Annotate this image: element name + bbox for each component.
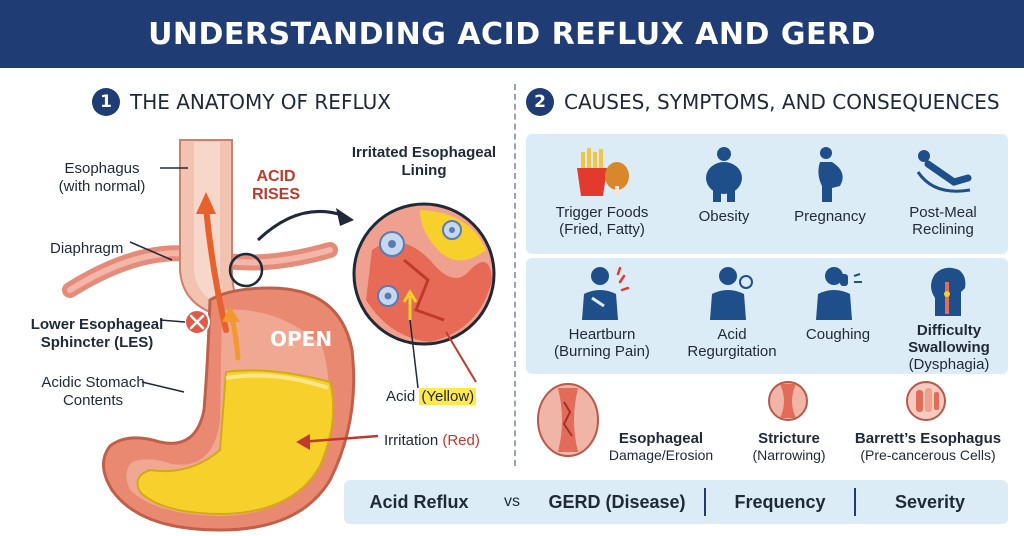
cause-pregnancy: Pregnancy (780, 146, 880, 225)
acid-contents (136, 369, 335, 516)
zoom-arrow (256, 209, 346, 242)
title-bar: UNDERSTANDING ACID REFLUX AND GERD (0, 0, 1024, 68)
comparison-severity: Severity (894, 491, 966, 512)
regurgitation-icon (710, 267, 753, 320)
fries-icon (577, 148, 629, 196)
diaphragm-label: Diaphragm (50, 240, 124, 257)
symptom-acid-regurgitation: Acid Regurgitation (672, 264, 792, 360)
acid-yellow-label: Acid (Yellow) (386, 388, 477, 405)
comparison-gerd: GERD (Disease) (548, 491, 686, 512)
les-ring (228, 252, 264, 288)
section-1-number-badge: 1 (92, 88, 120, 116)
erosion-icon (537, 383, 599, 457)
coughing-icon (816, 267, 862, 320)
person-obesity-icon (706, 147, 742, 202)
consequence-barretts-esophagus: Barrett’s Esophagus (Pre-cancerous Cells… (854, 430, 1002, 464)
comparison-frequency: Frequency (734, 491, 826, 512)
irritated-lining-label: Irritated Esophageal Lining (351, 144, 497, 179)
heartburn-icon (582, 266, 630, 320)
comparison-bar: Acid Reflux vs GERD (Disease) Frequency … (344, 480, 1008, 524)
comparison-vs: vs (504, 493, 520, 510)
comparison-separator-2 (854, 488, 856, 516)
acidic-contents-label: Acidic Stomach Contents (41, 374, 145, 409)
section-divider (514, 84, 516, 466)
symptom-difficulty-swallowing: Difficulty Swallowing (Dysphagia) (894, 264, 1004, 373)
esophagus-label: Esophagus (with normal) (58, 160, 146, 195)
symptoms-panel: Heartburn (Burning Pain) Acid Regurgitat… (526, 258, 1008, 374)
irritation-arrow (299, 434, 379, 444)
section-1-heading: 1 THE ANATOMY OF REFLUX (92, 88, 391, 116)
open-label: OPEN (270, 327, 333, 351)
stricture-icon (768, 381, 808, 421)
acid-rise-arrow (203, 205, 229, 333)
stomach-esophagus-illustration (62, 139, 496, 532)
page-title: UNDERSTANDING ACID REFLUX AND GERD (148, 16, 876, 52)
acid-rises-label: ACID RISES (251, 168, 300, 203)
irritation-pointer-line (445, 331, 477, 383)
barretts-icon (906, 381, 946, 421)
section-2-title: CAUSES, SYMPTOMS, AND CONSEQUENCES (564, 90, 1000, 114)
cause-trigger-foods: Trigger Foods (Fried, Fatty) (542, 146, 662, 238)
consequence-esophageal-damage: Esophageal Damage/Erosion (608, 430, 714, 464)
cause-post-meal-reclining: Post-Meal Reclining (888, 146, 998, 238)
cause-obesity: Obesity (674, 146, 774, 225)
section-2-number-badge: 2 (526, 88, 554, 116)
acid-pointer-line (409, 319, 419, 389)
causes-panel: Trigger Foods (Fried, Fatty) Obesity Pre… (526, 134, 1008, 254)
section-1-title: THE ANATOMY OF REFLUX (130, 90, 391, 114)
irritation-red-label: Irritation (Red) (384, 432, 480, 449)
consequence-stricture: Stricture (Narrowing) (752, 430, 826, 464)
comparison-acid-reflux: Acid Reflux (369, 491, 469, 512)
pregnancy-icon (818, 147, 843, 202)
dysphagia-icon (931, 267, 966, 316)
les-label: Lower Esophageal Sphincter (LES) (30, 316, 164, 351)
symptom-heartburn: Heartburn (Burning Pain) (542, 264, 662, 360)
reclining-icon (916, 150, 972, 193)
section-2-heading: 2 CAUSES, SYMPTOMS, AND CONSEQUENCES (526, 88, 1000, 116)
symptom-coughing: Coughing (788, 264, 888, 343)
comparison-separator-1 (704, 488, 706, 516)
